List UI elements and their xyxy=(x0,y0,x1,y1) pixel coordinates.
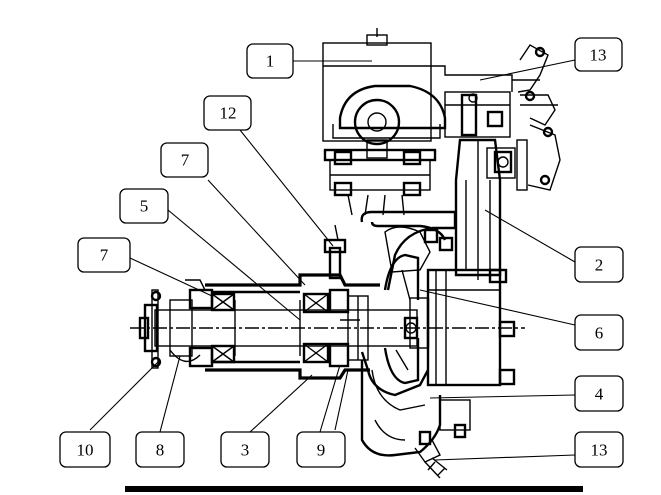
callout-7-lower: 7 xyxy=(77,237,131,273)
callout-7-upper: 7 xyxy=(160,142,209,178)
top-drive-housing xyxy=(322,28,513,216)
callout-2-label: 2 xyxy=(595,256,604,275)
right-linkage xyxy=(444,44,561,280)
callout-12: 13 xyxy=(574,431,624,468)
callout-4: 4 xyxy=(574,375,624,412)
callout-6-label: 6 xyxy=(595,324,604,343)
base-rule xyxy=(125,486,583,492)
callout-10: 10 xyxy=(59,431,111,468)
callout-4-label: 4 xyxy=(595,385,604,404)
callout-1-label: 1 xyxy=(266,52,275,71)
callout-5-label: 5 xyxy=(140,197,149,216)
callout-13-label: 13 xyxy=(590,46,607,65)
callout-3-label: 3 xyxy=(241,441,250,460)
volute-casing xyxy=(360,210,516,479)
callout-11-label: 12 xyxy=(220,104,237,123)
callout-1: 1 xyxy=(246,43,294,79)
callout-7-lower-label: 7 xyxy=(100,246,109,265)
callout-9-label: 9 xyxy=(317,441,326,460)
leader-lines xyxy=(89,59,576,461)
callout-3: 3 xyxy=(220,431,270,468)
callout-2: 2 xyxy=(574,246,624,283)
callout-13: 13 xyxy=(574,37,623,72)
callout-5: 5 xyxy=(119,188,169,224)
callout-6: 6 xyxy=(574,314,624,351)
callout-7-upper-label: 7 xyxy=(181,151,190,170)
callout-8: 8 xyxy=(135,431,185,468)
callout-11: 12 xyxy=(203,95,252,131)
callout-8-label: 8 xyxy=(156,441,165,460)
shaft-assembly xyxy=(130,224,525,380)
callout-9: 9 xyxy=(296,431,346,468)
callout-10-label: 10 xyxy=(77,441,94,460)
callout-12-label: 13 xyxy=(591,441,608,460)
